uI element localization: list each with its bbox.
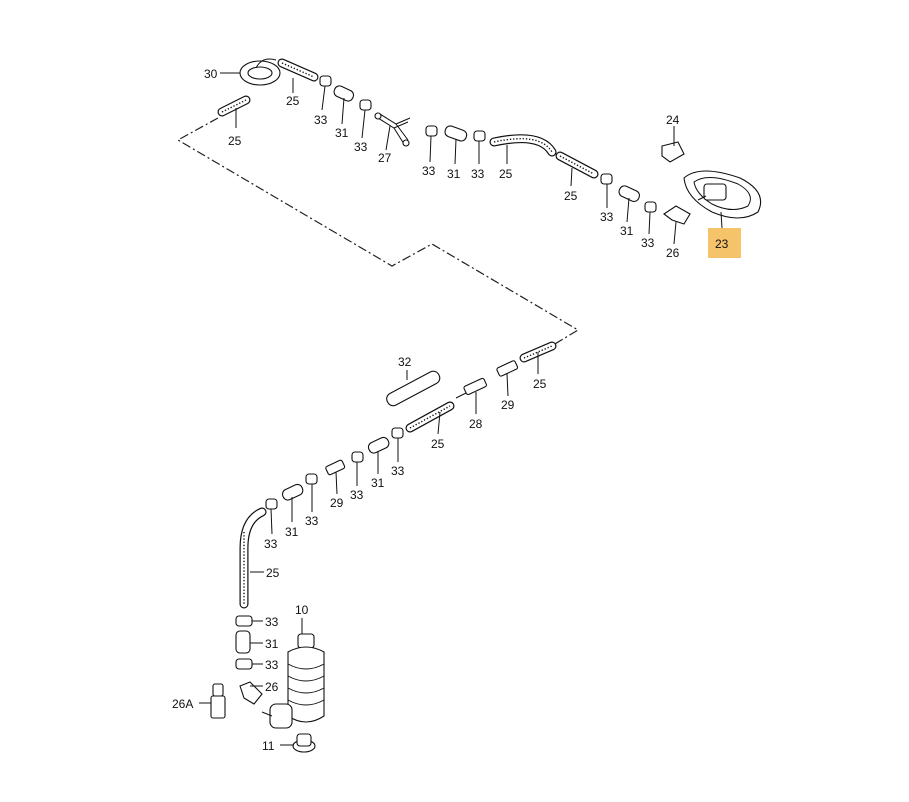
callout-25: 25 <box>431 437 445 451</box>
callout-25: 25 <box>266 566 280 580</box>
callout-26: 26 <box>666 246 680 260</box>
washer-pump-10 <box>261 633 325 729</box>
clip-33-c <box>425 125 438 137</box>
plug-26A <box>210 683 226 719</box>
callout-33: 33 <box>641 236 655 250</box>
callout-33: 33 <box>600 210 614 224</box>
clip-33-h <box>351 451 364 463</box>
callout-33: 33 <box>471 167 485 181</box>
callout-26A: 26A <box>172 697 193 711</box>
grommet-11 <box>292 733 316 753</box>
callout-33: 33 <box>391 464 405 478</box>
grommet-30 <box>239 58 281 86</box>
callout-30: 30 <box>204 67 218 81</box>
routing-dashdot-line <box>176 117 580 351</box>
callout-10: 10 <box>295 603 309 617</box>
elbow-26-lower <box>239 681 263 705</box>
hose-25-mid-b <box>405 401 455 433</box>
connector-31-e <box>281 483 304 501</box>
connector-28 <box>455 377 487 399</box>
callout-31: 31 <box>335 126 349 140</box>
clip-33-f <box>644 201 657 213</box>
callout-29: 29 <box>501 398 515 412</box>
cap-24 <box>661 141 685 163</box>
clip-33-j <box>265 498 278 510</box>
callout-32: 32 <box>398 355 412 369</box>
callout-27: 27 <box>378 151 392 165</box>
callout-labels: 30 25 25 33 31 33 27 33 31 33 25 25 33 3… <box>172 67 729 753</box>
connector-31-b <box>444 125 468 142</box>
connector-29-b <box>325 459 346 476</box>
callout-25: 25 <box>228 134 242 148</box>
connector-31-f <box>235 630 251 654</box>
connector-31-c <box>618 185 640 202</box>
callout-33: 33 <box>354 140 368 154</box>
connector-31-d <box>367 436 390 454</box>
callout-25: 25 <box>286 94 300 108</box>
leader-lines <box>199 72 723 746</box>
clip-33-b <box>359 99 372 111</box>
hose-25-vertical <box>239 507 267 609</box>
clip-33-g <box>391 427 404 439</box>
hose-25-upper-c <box>555 151 599 179</box>
hose-25-upper-left <box>217 95 251 117</box>
callout-31: 31 <box>285 525 299 539</box>
callout-11: 11 <box>262 739 275 753</box>
hose-25-upper-a <box>277 58 319 82</box>
tube-32 <box>386 370 441 407</box>
callout-33: 33 <box>350 488 364 502</box>
callout-33: 33 <box>265 658 279 672</box>
y-piece-27 <box>374 112 411 147</box>
callout-25: 25 <box>499 167 513 181</box>
callout-33: 33 <box>265 615 279 629</box>
clip-33-a <box>319 75 332 87</box>
callout-23: 23 <box>715 237 729 251</box>
callout-28: 28 <box>469 417 483 431</box>
highlight-box-23 <box>708 228 741 258</box>
clip-33-e <box>600 173 613 185</box>
callout-31: 31 <box>265 637 279 651</box>
connector-31-a <box>333 85 355 102</box>
hose-25-upper-b <box>489 134 557 157</box>
callout-31: 31 <box>371 476 385 490</box>
callout-24: 24 <box>666 113 680 127</box>
clip-33-d <box>473 130 486 142</box>
callout-25: 25 <box>533 377 547 391</box>
callout-33: 33 <box>314 113 328 127</box>
callout-29: 29 <box>330 496 344 510</box>
clip-33-i <box>305 473 318 485</box>
clip-33-k <box>235 615 253 627</box>
connector-29-a <box>496 360 519 377</box>
callout-25: 25 <box>564 189 578 203</box>
callout-31: 31 <box>620 224 634 238</box>
clip-33-l <box>235 658 253 670</box>
elbow-26-upper <box>663 205 691 225</box>
washer-nozzle-23 <box>683 170 762 219</box>
callout-33: 33 <box>305 514 319 528</box>
callout-33: 33 <box>422 164 436 178</box>
callout-33: 33 <box>264 537 278 551</box>
callout-31: 31 <box>447 167 461 181</box>
callout-26: 26 <box>265 680 279 694</box>
